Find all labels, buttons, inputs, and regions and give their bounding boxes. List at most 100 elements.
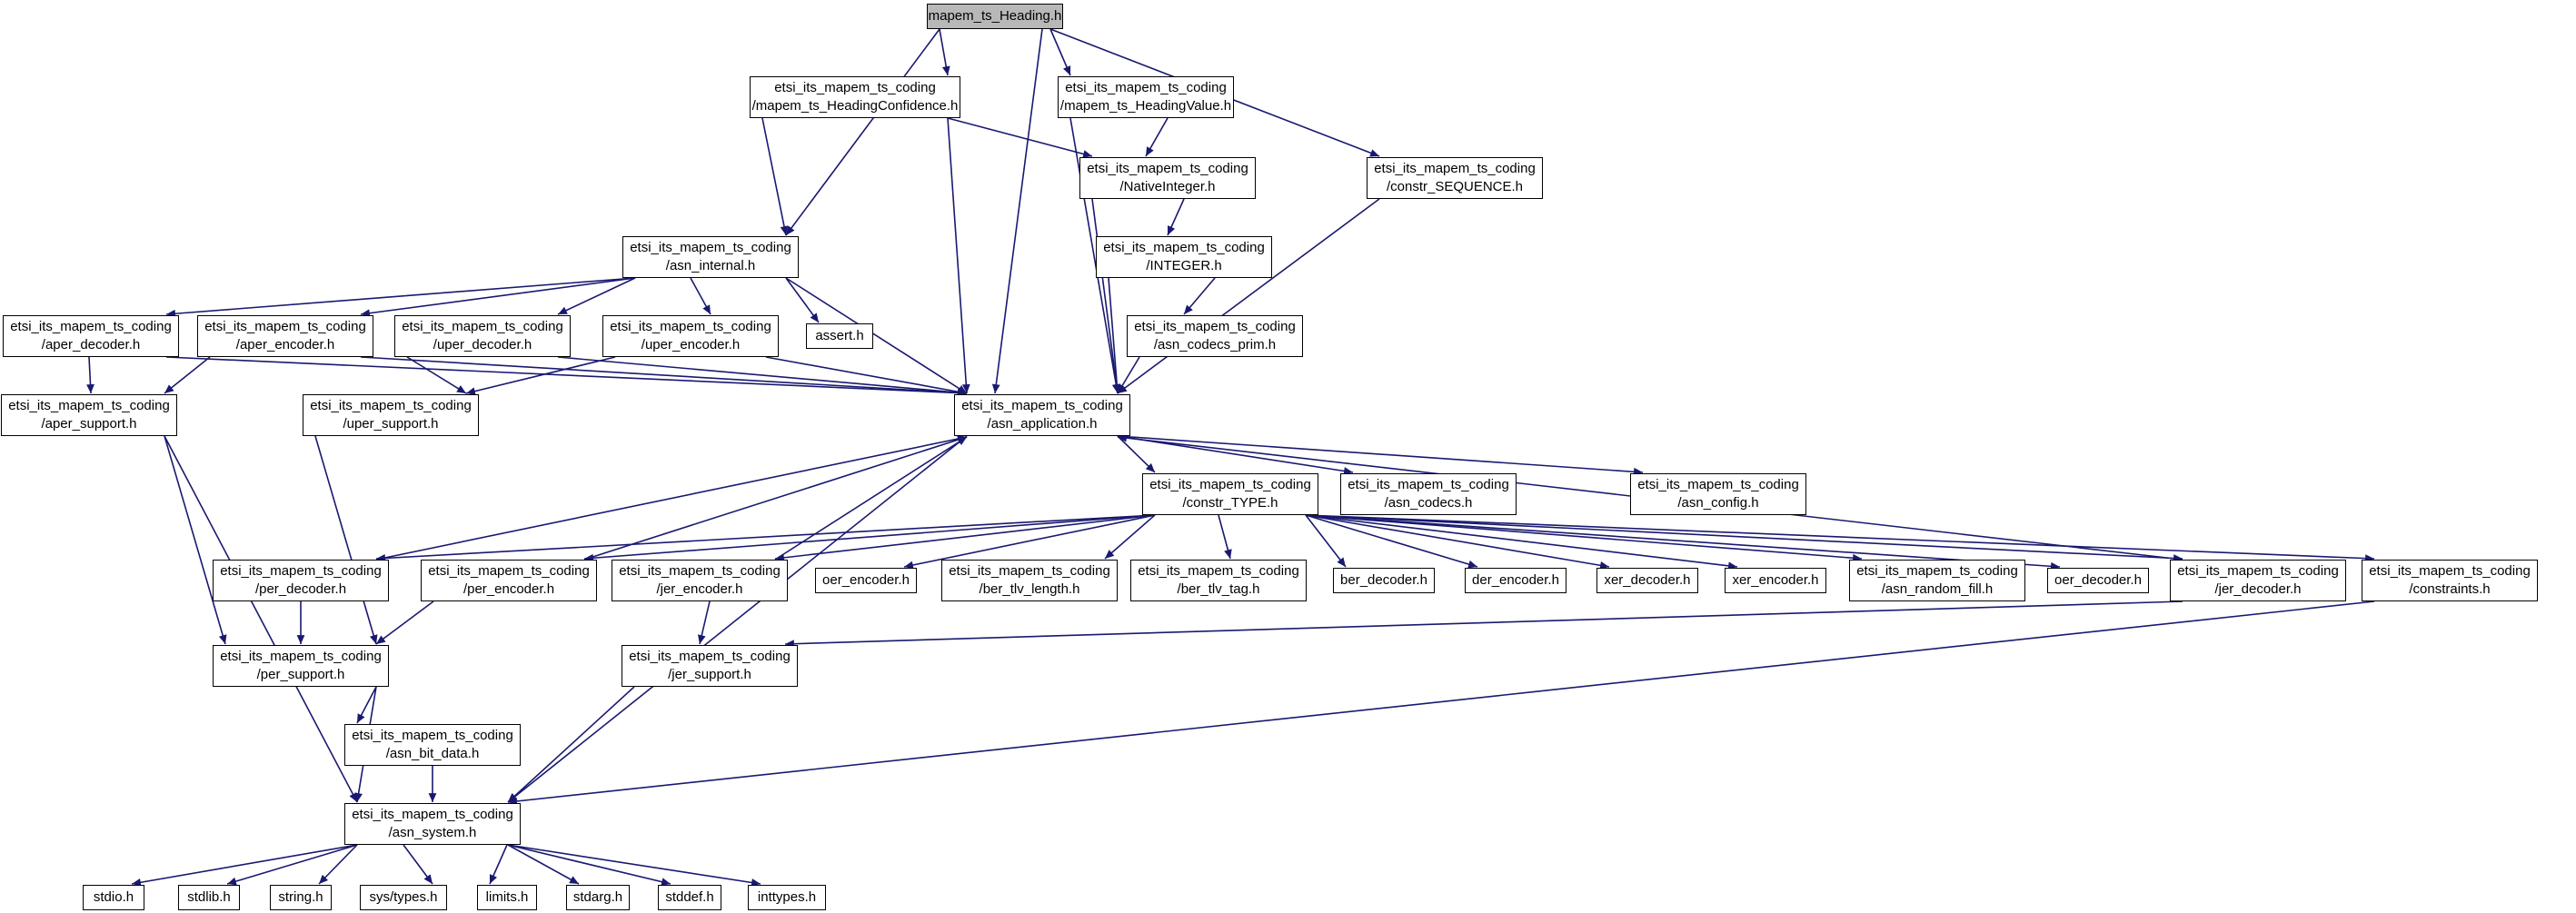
graph-node-stddef[interactable]: stddef.h [658,885,721,910]
node-label-line: /aper_encoder.h [235,337,335,352]
include-edge-ctype-to-berdec [1305,514,1347,568]
graph-node-stdlib[interactable]: stdlib.h [178,885,240,910]
include-edge-asnapp-to-config [1117,435,1644,476]
node-label-line: /constraints.h [2409,581,2491,597]
graph-node-perenc[interactable]: etsi_its_mapem_ts_coding/per_encoder.h [421,560,597,601]
include-edge-uperdec-to-upersup [406,356,467,394]
graph-node-oerenc[interactable]: oer_encoder.h [815,568,917,593]
node-label-line: /asn_application.h [987,416,1098,432]
include-edge-codecsprim-to-asnapp [1117,356,1140,394]
node-label-line: etsi_its_mapem_ts_coding [630,240,791,255]
include-edge-ctype-to-bertlvtag [1218,514,1232,560]
include-edge-ctype-to-xerenc [1305,514,1738,571]
node-label-line: /asn_bit_data.h [385,746,480,761]
graph-node-jerenc[interactable]: etsi_its_mapem_ts_coding/jer_encoder.h [612,560,788,601]
node-label-line: etsi_its_mapem_ts_coding [1138,563,1299,579]
graph-node-systypes[interactable]: sys/types.h [360,885,447,910]
graph-node-upersup[interactable]: etsi_its_mapem_ts_coding/uper_support.h [303,394,479,436]
include-edge-system-to-string [318,844,358,885]
graph-node-hval[interactable]: etsi_its_mapem_ts_coding/mapem_ts_Headin… [1058,76,1234,118]
graph-node-oerdec[interactable]: oer_decoder.h [2047,568,2149,593]
node-label-line: etsi_its_mapem_ts_coding [10,319,172,334]
node-label-line: /mapem_ts_HeadingConfidence.h [751,98,959,114]
node-label-line: etsi_its_mapem_ts_coding [1856,563,2018,579]
graph-node-randomfill[interactable]: etsi_its_mapem_ts_coding/asn_random_fill… [1849,560,2025,601]
graph-node-jersup[interactable]: etsi_its_mapem_ts_coding/jer_support.h [622,645,798,687]
include-edge-asninternal-to-aperenc [360,277,636,318]
include-edge-aperdec-to-apersup [86,356,94,394]
graph-node-codecsprim[interactable]: etsi_its_mapem_ts_coding/asn_codecs_prim… [1127,315,1303,357]
node-label-line: /per_encoder.h [462,581,555,597]
graph-node-uperdec[interactable]: etsi_its_mapem_ts_coding/uper_decoder.h [394,315,571,357]
node-label-line: /aper_decoder.h [41,337,141,352]
node-label-line: /jer_support.h [668,667,751,682]
node-label-line: etsi_its_mapem_ts_coding [402,319,563,334]
node-label-line: etsi_its_mapem_ts_coding [629,649,791,664]
include-edge-asninternal-to-assert [785,277,820,323]
include-edge-perdec-to-asnapp [375,434,968,561]
graph-node-constraints[interactable]: etsi_its_mapem_ts_coding/constraints.h [2362,560,2538,601]
node-label-line: /uper_support.h [343,416,439,432]
node-label-line: etsi_its_mapem_ts_coding [774,80,936,95]
graph-node-nativeint[interactable]: etsi_its_mapem_ts_coding/NativeInteger.h [1079,157,1256,199]
include-edge-hval-to-asnapp [1069,117,1120,394]
node-label-line: assert.h [815,328,864,343]
graph-node-bertlvtag[interactable]: etsi_its_mapem_ts_coding/ber_tlv_tag.h [1130,560,1307,601]
graph-node-aperenc[interactable]: etsi_its_mapem_ts_coding/aper_encoder.h [197,315,373,357]
node-label-line: /constr_SEQUENCE.h [1386,179,1524,194]
include-edge-perenc-to-persup [375,600,434,645]
graph-node-jerdec[interactable]: etsi_its_mapem_ts_coding/jer_decoder.h [2170,560,2346,601]
include-edge-jerenc-to-asnapp [774,436,968,561]
graph-node-perdec[interactable]: etsi_its_mapem_ts_coding/per_decoder.h [213,560,389,601]
graph-node-system[interactable]: etsi_its_mapem_ts_coding/asn_system.h [344,803,521,845]
node-label-line: etsi_its_mapem_ts_coding [1637,477,1799,492]
graph-node-derenc[interactable]: der_encoder.h [1465,568,1566,593]
include-edge-ctype-to-constraints [1305,514,2375,562]
node-label-line: etsi_its_mapem_ts_coding [8,398,170,413]
graph-node-stdarg[interactable]: stdarg.h [566,885,630,910]
include-edge-asninternal-to-asnapp [785,277,968,394]
node-label-line: /INTEGER.h [1146,258,1222,273]
node-label-line: etsi_its_mapem_ts_coding [2177,563,2339,579]
node-label-line: /asn_internal.h [665,258,756,273]
graph-node-heading[interactable]: mapem_ts_Heading.h [927,4,1063,29]
node-label-line: etsi_its_mapem_ts_coding [949,563,1110,579]
node-label-line: oer_decoder.h [2054,572,2142,588]
graph-node-asninternal[interactable]: etsi_its_mapem_ts_coding/asn_internal.h [622,236,799,278]
node-label-line: etsi_its_mapem_ts_coding [220,649,382,664]
include-edge-asninternal-to-aperdec [165,277,636,318]
graph-node-string[interactable]: string.h [270,885,332,910]
include-edge-heading-to-hval [1049,28,1071,76]
graph-node-integer[interactable]: etsi_its_mapem_ts_coding/INTEGER.h [1096,236,1272,278]
node-label-line: /NativeInteger.h [1119,179,1216,194]
graph-node-asnapp[interactable]: etsi_its_mapem_ts_coding/asn_application… [954,394,1130,436]
graph-node-berdec[interactable]: ber_decoder.h [1333,568,1435,593]
include-edge-nativeint-to-asnapp [1091,198,1121,394]
node-label-line: inttypes.h [757,889,817,905]
graph-node-bertlvlen[interactable]: etsi_its_mapem_ts_coding/ber_tlv_length.… [941,560,1118,601]
include-edge-hval-to-nativeint [1145,117,1169,157]
graph-node-hconf[interactable]: etsi_its_mapem_ts_coding/mapem_ts_Headin… [750,76,960,118]
include-edge-asnapp-to-ctype [1117,435,1156,473]
graph-node-inttypes[interactable]: inttypes.h [748,885,826,910]
graph-node-aperdec[interactable]: etsi_its_mapem_ts_coding/aper_decoder.h [3,315,179,357]
graph-node-config[interactable]: etsi_its_mapem_ts_coding/asn_config.h [1630,473,1806,515]
graph-node-limits[interactable]: limits.h [477,885,537,910]
node-label-line: etsi_its_mapem_ts_coding [1087,161,1248,176]
graph-node-bitdata[interactable]: etsi_its_mapem_ts_coding/asn_bit_data.h [344,724,521,766]
graph-node-ctype[interactable]: etsi_its_mapem_ts_coding/constr_TYPE.h [1142,473,1318,515]
graph-node-xerenc[interactable]: xer_encoder.h [1725,568,1826,593]
graph-node-persup[interactable]: etsi_its_mapem_ts_coding/per_support.h [213,645,389,687]
graph-node-assert[interactable]: assert.h [806,323,873,349]
graph-node-cseq[interactable]: etsi_its_mapem_ts_coding/constr_SEQUENCE… [1367,157,1543,199]
graph-node-codecs[interactable]: etsi_its_mapem_ts_coding/asn_codecs.h [1340,473,1517,515]
include-edge-asninternal-to-uperenc [690,277,711,315]
graph-node-apersup[interactable]: etsi_its_mapem_ts_coding/aper_support.h [1,394,177,436]
include-edge-jerenc-to-jersup [697,600,711,645]
graph-node-xerdec[interactable]: xer_decoder.h [1596,568,1698,593]
node-label-line: mapem_ts_Heading.h [928,8,1062,24]
include-edge-system-to-stdio [131,844,358,887]
include-edge-uperenc-to-asnapp [765,356,968,396]
graph-node-stdio[interactable]: stdio.h [83,885,144,910]
graph-node-uperenc[interactable]: etsi_its_mapem_ts_coding/uper_encoder.h [602,315,779,357]
